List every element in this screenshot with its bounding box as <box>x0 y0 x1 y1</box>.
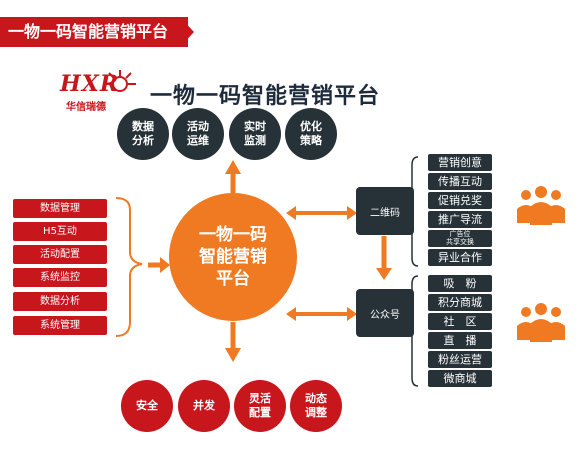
bottom-circle-flexible-config: 灵活 配置 <box>234 380 286 432</box>
qr-tag: 营销创意 <box>428 154 492 171</box>
left-item-data-analysis: 数据分析 <box>13 292 107 311</box>
logo-sunburst-icon <box>104 70 136 92</box>
top-circle-strategy: 优化 策略 <box>285 108 337 160</box>
account-tag: 微商城 <box>428 370 492 387</box>
node-official-account: 公众号 <box>356 289 414 337</box>
people-group-icon <box>517 303 565 342</box>
account-tag: 粉丝运营 <box>428 351 492 368</box>
node-qr-code: 二维码 <box>356 187 414 235</box>
left-item-system-monitor: 系统监控 <box>13 268 107 287</box>
left-item-activity-config: 活动配置 <box>13 245 107 264</box>
qr-tag: 推广导流 <box>428 211 492 228</box>
account-tag: 吸 粉 <box>428 275 492 292</box>
diagram-title: 一物一码智能营销平台 <box>150 84 381 109</box>
account-tag: 直 播 <box>428 332 492 349</box>
bottom-circle-security: 安全 <box>121 380 173 432</box>
people-group-icon <box>517 186 565 225</box>
left-item-data-management: 数据管理 <box>13 199 107 218</box>
qr-tag: 广告位 共享交换 <box>428 230 492 247</box>
banner-arrow-tip <box>180 17 194 47</box>
account-tag: 积分商城 <box>428 294 492 311</box>
top-circle-monitoring: 实时 监测 <box>229 108 281 160</box>
logo: HXR <box>60 71 120 97</box>
banner-title: 一物一码智能营销平台 <box>0 17 188 47</box>
left-item-system-management: 系统管理 <box>13 316 107 335</box>
qr-tag: 传播互动 <box>428 173 492 190</box>
left-bracket <box>115 197 143 337</box>
bottom-circle-dynamic-adjust: 动态 调整 <box>290 380 342 432</box>
account-tag: 社 区 <box>428 313 492 330</box>
top-circle-operations: 活动 运维 <box>172 108 224 160</box>
left-item-h5: H5互动 <box>13 222 107 241</box>
qr-tag: 促销兑奖 <box>428 192 492 209</box>
logo-subtitle: 华信瑞德 <box>66 102 106 113</box>
top-circle-data-analysis: 数据 分析 <box>117 108 169 160</box>
qr-tag: 异业合作 <box>428 249 492 266</box>
bottom-circle-concurrency: 并发 <box>178 380 230 432</box>
center-platform-circle: 一物一码 智能营销 平台 <box>169 193 297 321</box>
